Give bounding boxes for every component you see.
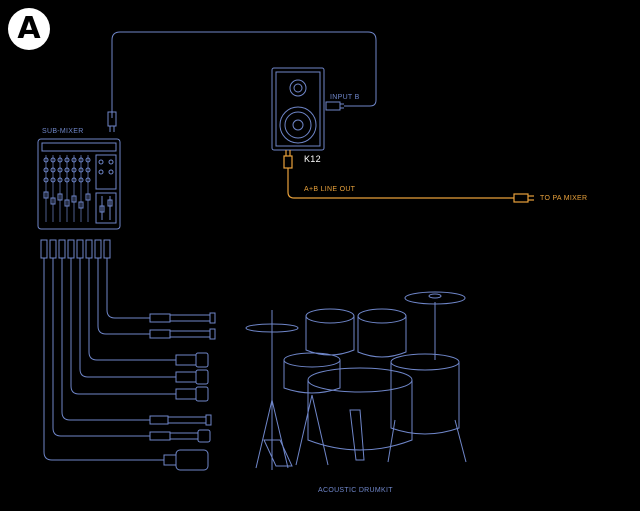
to-pa-mixer-label: TO PA MIXER <box>540 195 588 202</box>
xlr-connector-speaker <box>325 101 344 111</box>
sub-mixer <box>37 138 121 230</box>
line-out-cable <box>283 150 534 203</box>
mic-cables <box>43 258 176 461</box>
sub-mixer-label: SUB-MIXER <box>42 128 84 135</box>
input-b-label: INPUT B <box>330 94 360 101</box>
microphones <box>149 312 216 471</box>
k12-speaker <box>271 67 325 151</box>
speaker-model-label: K12 <box>304 154 321 164</box>
cable-submixer-to-speaker <box>111 31 377 118</box>
line-out-label: A+B LINE OUT <box>304 186 356 193</box>
xlr-connector-mixer <box>107 111 117 132</box>
drumkit-label: ACOUSTIC DRUMKIT <box>318 487 393 494</box>
acoustic-drumkit <box>245 291 467 470</box>
mixer-input-plugs <box>40 239 111 259</box>
section-badge: A <box>8 8 50 50</box>
